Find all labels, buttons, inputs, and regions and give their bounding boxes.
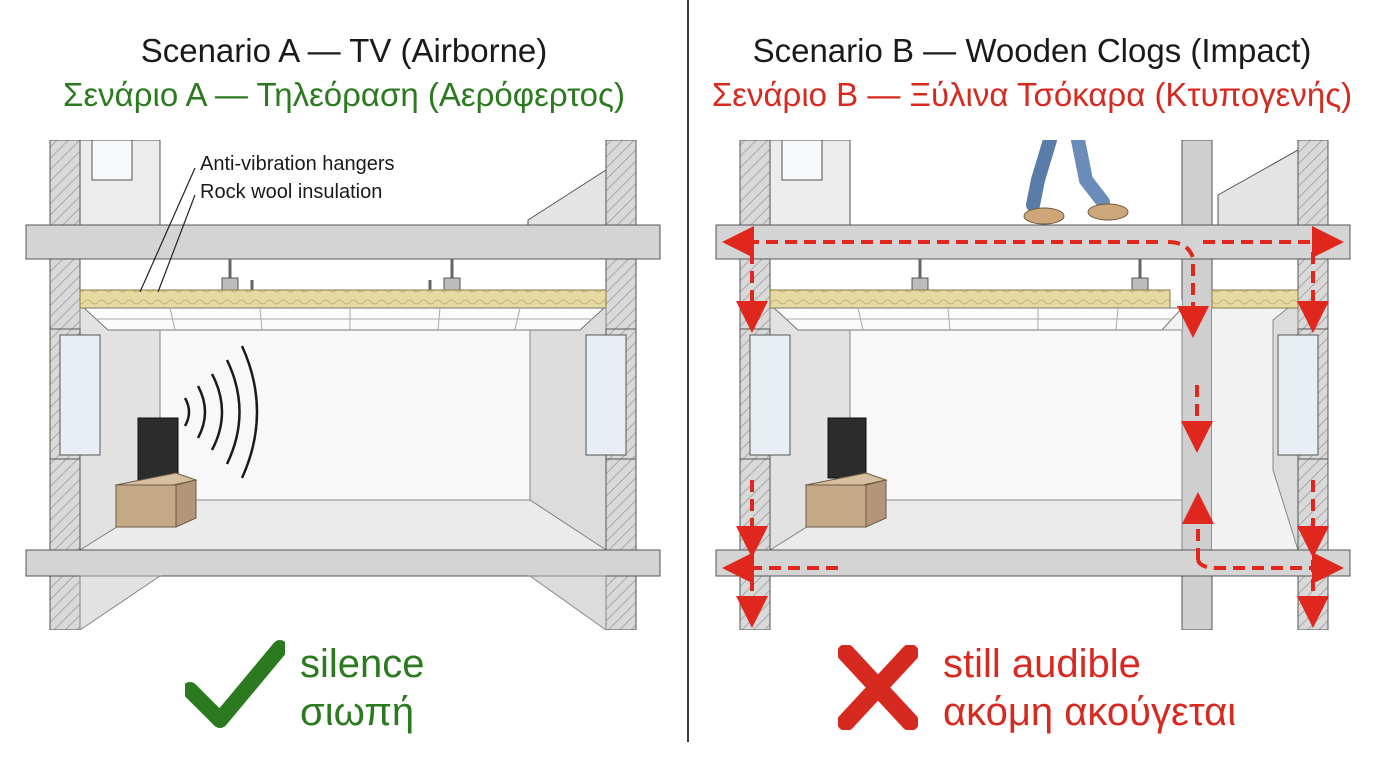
scenario-b-result-gr: ακόμη ακούγεται bbox=[943, 690, 1237, 734]
hangers-label: Anti-vibration hangers bbox=[200, 153, 395, 175]
scenario-a-result-gr: σιωπή bbox=[300, 690, 415, 734]
rock-wool-insulation bbox=[769, 289, 1171, 309]
rock-wool-insulation bbox=[79, 289, 607, 309]
room-back-wall bbox=[159, 329, 531, 501]
scenario-a-title-en: Scenario A — TV (Airborne) bbox=[140, 32, 548, 69]
tv-icon bbox=[827, 417, 867, 482]
scenario-a-title-gr: Σενάριο Α — Τηλεόραση (Αερόφερτος) bbox=[63, 76, 625, 113]
upper-window bbox=[91, 140, 133, 181]
upper-left-wall bbox=[49, 140, 81, 226]
tv-stand bbox=[114, 472, 198, 528]
scenario-a-panel: Scenario A — TV (Airborne) Σενάριο Α — Τ… bbox=[25, 32, 661, 734]
checkmark-icon bbox=[185, 640, 285, 728]
scenario-b-title-gr: Σενάριο Β — Ξύλινα Τσόκαρα (Κτυπογενής) bbox=[711, 76, 1353, 113]
impact-sound-paths bbox=[722, 226, 1344, 628]
anti-vibration-hangers bbox=[228, 259, 454, 290]
cross-icon bbox=[838, 645, 918, 730]
scenario-a-building-section bbox=[25, 140, 661, 630]
insulation-label: Rock wool insulation bbox=[200, 181, 383, 203]
tv-stand bbox=[804, 472, 888, 528]
panel-divider bbox=[687, 0, 689, 742]
scenario-a-result-en: silence bbox=[300, 642, 425, 686]
left-window bbox=[59, 334, 101, 456]
wooden-clogs-icon bbox=[1023, 203, 1129, 225]
scenario-b-building-section bbox=[715, 140, 1351, 630]
sound-waves-icon bbox=[183, 345, 259, 479]
floor-slab bbox=[25, 224, 661, 260]
scenario-b-panel: Scenario B — Wooden Clogs (Impact) Σενάρ… bbox=[688, 0, 1376, 768]
person-walking-legs bbox=[1026, 140, 1110, 212]
scenario-b-title-en: Scenario B — Wooden Clogs (Impact) bbox=[752, 32, 1312, 69]
scenario-b-result-en: still audible bbox=[943, 642, 1141, 686]
upper-right-wall bbox=[605, 140, 637, 226]
right-window bbox=[585, 334, 627, 456]
